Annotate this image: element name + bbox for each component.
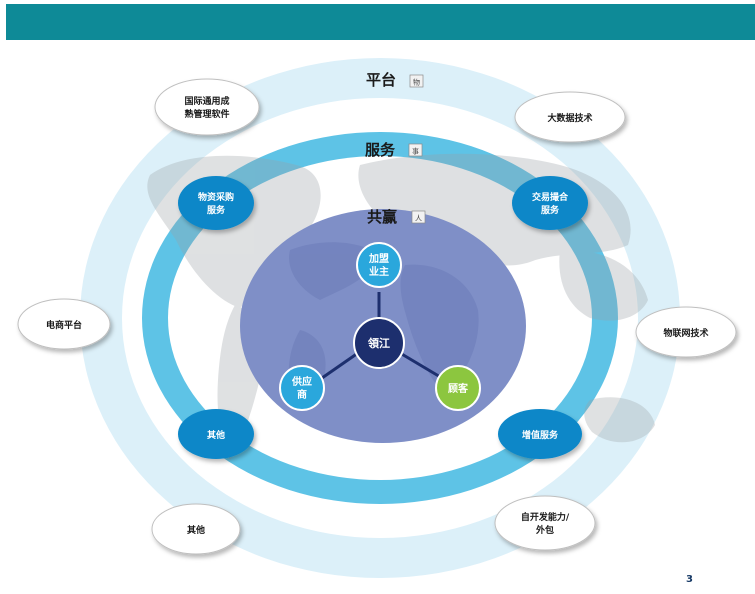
outsourcing-node: 自开发能力/ 外包: [494, 495, 596, 551]
supplier-label-1: 供应: [291, 375, 312, 388]
service-label: 服务: [365, 141, 396, 159]
service-tag: 事: [412, 147, 419, 156]
center-node-label: 領江: [367, 336, 390, 350]
procurement-label-1: 物资采购: [198, 191, 234, 203]
franchisee-node: 加盟 业主: [356, 242, 402, 288]
procurement-label-2: 服务: [207, 204, 226, 216]
value-added-service-node: 增值服务: [498, 409, 582, 459]
customer-node: 顾客: [435, 365, 481, 411]
iot-node: 物联网技术: [635, 306, 737, 358]
ecommerce-node: 电商平台: [17, 298, 111, 350]
center-node: 領江: [353, 317, 405, 369]
franchisee-label-2: 业主: [369, 265, 389, 278]
intl-software-label-2: 熟管理软件: [184, 108, 229, 120]
page-number: 3: [686, 574, 693, 585]
outsourcing-label-2: 外包: [535, 524, 554, 536]
value-added-label: 增值服务: [522, 429, 559, 441]
platform-label: 平台: [366, 71, 396, 89]
service-tag-box: [408, 143, 423, 157]
big-data-label: 大数据技术: [547, 112, 592, 124]
franchisee-label-1: 加盟: [368, 252, 389, 265]
other-service-label: 其他: [207, 429, 225, 441]
supplier-node: 供应 商: [279, 365, 325, 411]
win-label: 共赢: [367, 208, 397, 226]
matchmaking-label-2: 服务: [541, 204, 560, 216]
intl-software-node: 国际通用成 熟管理软件: [154, 78, 260, 136]
platform-tag: 物: [413, 78, 420, 87]
other-platform-node: 其他: [151, 503, 241, 555]
win-tag-box: [411, 210, 426, 224]
other-platform-label: 其他: [187, 524, 205, 536]
outsourcing-label-1: 自开发能力/: [521, 511, 570, 523]
ecommerce-label: 电商平台: [46, 319, 82, 331]
matchmaking-service-node: 交易撮合 服务: [512, 176, 588, 230]
matchmaking-label-1: 交易撮合: [532, 191, 569, 203]
iot-label: 物联网技术: [663, 327, 708, 339]
procurement-service-node: 物资采购 服务: [178, 176, 254, 230]
big-data-node: 大数据技术: [514, 91, 626, 143]
intl-software-label-1: 国际通用成: [184, 95, 229, 107]
supplier-label-2: 商: [297, 388, 307, 401]
platform-tag-box: [409, 74, 424, 88]
other-service-node: 其他: [178, 409, 254, 459]
header-bar: [6, 4, 755, 40]
customer-label: 顾客: [448, 382, 469, 395]
win-tag: 人: [415, 215, 422, 223]
